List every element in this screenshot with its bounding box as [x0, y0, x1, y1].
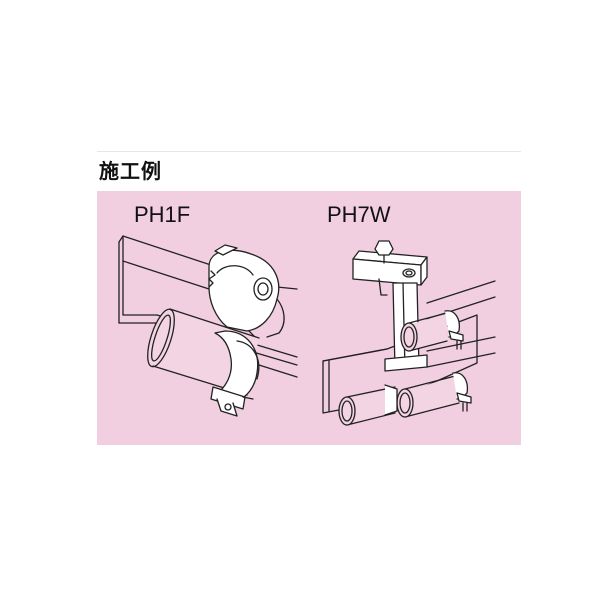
section-title: 施工例: [99, 159, 162, 183]
example-panel: PH1F PH7W: [97, 191, 521, 445]
example-label-ph7w: PH7W: [327, 202, 391, 227]
ph1f-upper-clamp: [208, 244, 285, 338]
ph1f-lower-clamp: [210, 330, 260, 417]
example-illustrations: [97, 191, 521, 445]
ph7w-drawing: [322, 240, 496, 426]
ph7w-lower-right-pipe: [396, 372, 472, 418]
top-divider: [97, 151, 521, 152]
ph1f-wall-plate: [118, 235, 218, 324]
ph7w-lower-left-pipe: [338, 384, 398, 426]
ph7w-upper-pipe: [400, 310, 464, 352]
ph1f-drawing: [118, 235, 298, 417]
example-label-ph1f: PH1F: [134, 202, 191, 227]
